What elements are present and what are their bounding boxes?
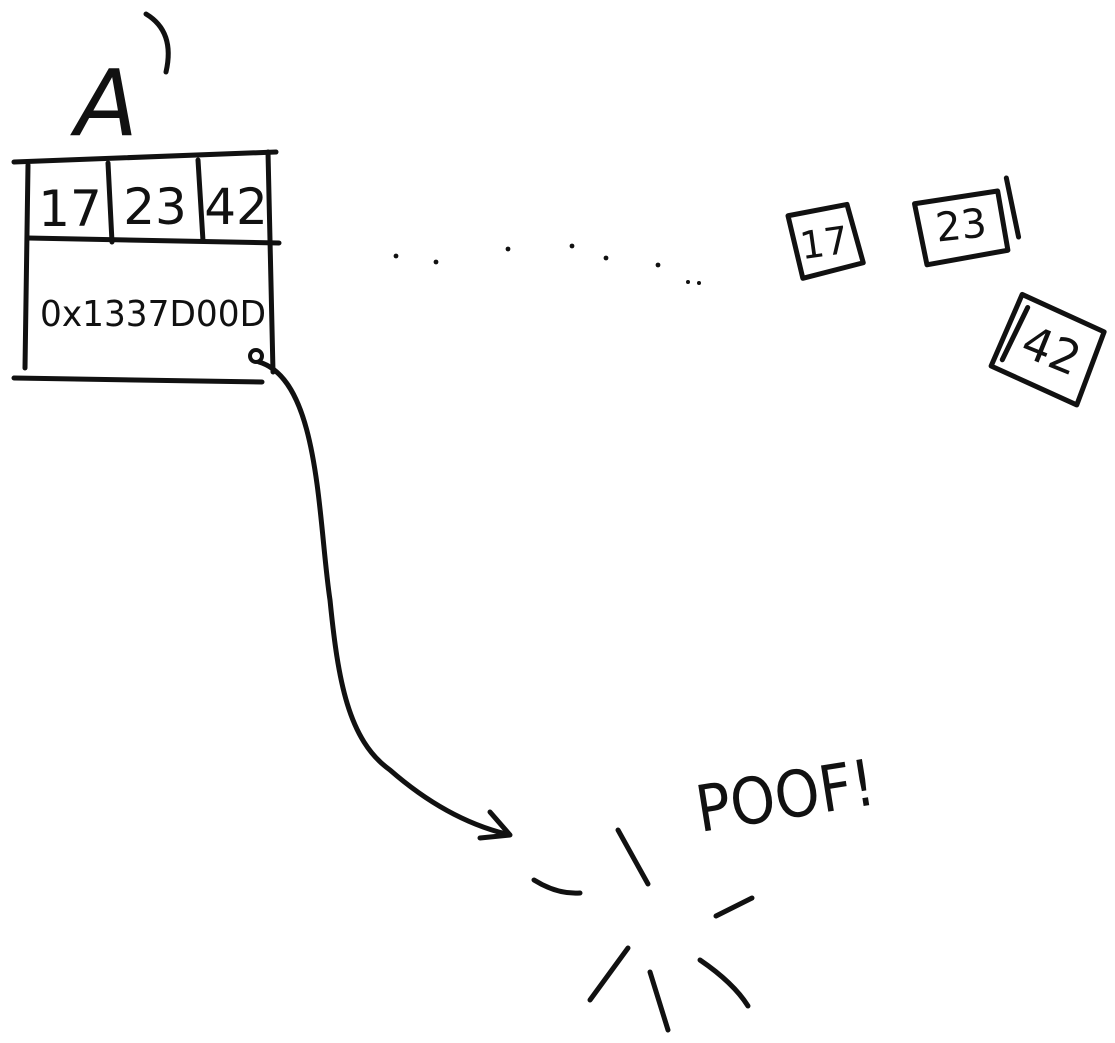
array-box-middle (25, 235, 282, 246)
array-box-bottom (11, 375, 265, 385)
array-box-top (11, 149, 279, 165)
array-cell-1: 23 (123, 178, 187, 236)
array-cells: 17 23 42 (38, 178, 268, 238)
array-box-right (265, 149, 276, 375)
svg-text:17: 17 (797, 218, 851, 268)
floating-value-1: 17 (785, 201, 866, 281)
array-cell-2: 42 (204, 178, 268, 236)
array-label-group: A (70, 11, 171, 157)
arrow-curve (256, 359, 509, 837)
floating-value-2: 23 (912, 175, 1022, 268)
pointer-address: 0x1337D00D (40, 294, 266, 335)
array-box (11, 149, 282, 385)
label-tick-mark (143, 11, 171, 75)
svg-text:42: 42 (1014, 314, 1089, 386)
svg-text:23: 23 (933, 200, 988, 251)
cell-divider-1 (105, 160, 115, 245)
poof-exclamation: POOF! (691, 747, 880, 848)
array-cell-0: 17 (38, 180, 102, 238)
poof-burst (531, 827, 755, 1033)
dangling-pointer-arrow (256, 359, 513, 841)
pointer-origin-dot (248, 348, 264, 364)
arrow-head (477, 809, 513, 841)
array-box-left (22, 162, 31, 371)
array-label: A (70, 50, 138, 157)
dotted-trail (393, 243, 701, 285)
floating-value-3: 42 (988, 291, 1107, 408)
cell-divider-2 (195, 157, 206, 244)
